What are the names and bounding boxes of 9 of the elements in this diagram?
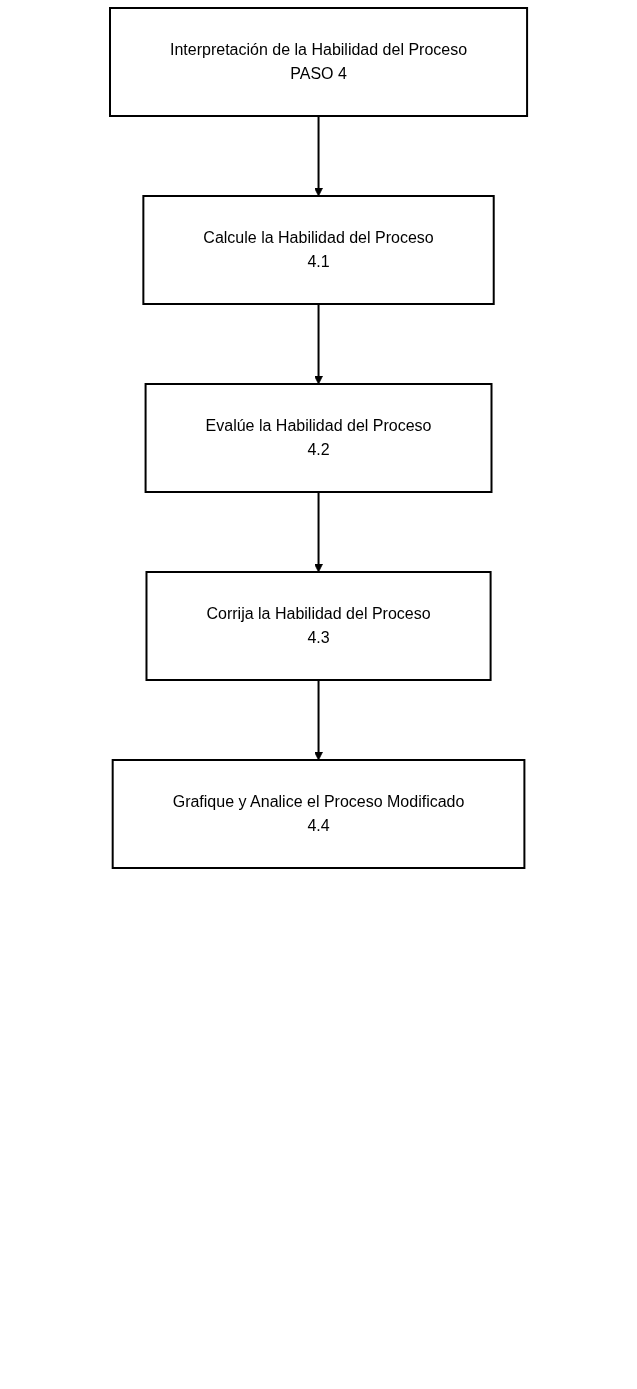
node-box: Calcule la Habilidad del Proceso 4.1	[142, 195, 495, 305]
node-box: Grafique y Analice el Proceso Modificado 4.4	[111, 759, 526, 869]
arrow	[314, 303, 323, 385]
node-box: Interpretación de la Habilidad del Proceso PASO 4	[108, 7, 529, 117]
arrow	[314, 115, 323, 197]
arrow	[314, 491, 323, 573]
node-box: Corrija la Habilidad del Proceso 4.3	[145, 571, 492, 681]
arrow	[314, 679, 323, 761]
node-box: Evalúe la Habilidad del Proceso 4.2	[144, 383, 493, 493]
